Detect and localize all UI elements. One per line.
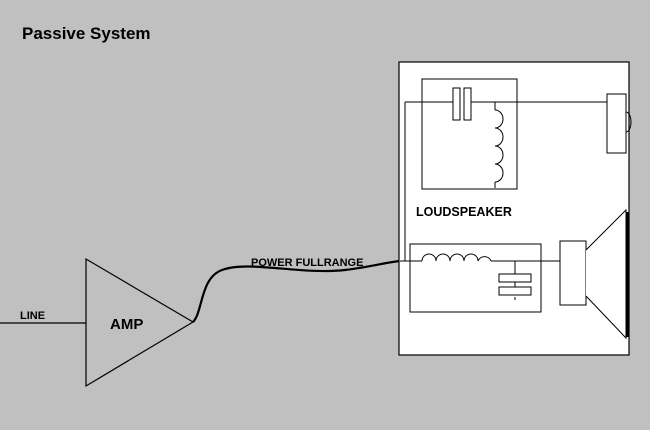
woofer-capacitor-icon (498, 273, 532, 296)
woofer-magnet (559, 240, 587, 306)
tweeter-crossover-box (421, 78, 518, 190)
woofer-cone-icon (585, 208, 627, 340)
capacitor-icon (452, 87, 472, 121)
tweeter-dome-icon (625, 111, 632, 133)
cabinet-wiring (400, 101, 607, 300)
diagram-title: Passive System (22, 24, 151, 43)
loudspeaker-label: LOUDSPEAKER (416, 205, 512, 219)
line-input-label: LINE (20, 310, 46, 322)
woofer-crossover-box (409, 243, 542, 313)
woofer-inductor-coil-icon (421, 253, 492, 262)
amplifier-triangle-icon (85, 257, 195, 388)
inductor-coil-icon (494, 109, 504, 183)
loudspeaker-cabinet (398, 61, 630, 356)
power-cable-label: POWER FULLRANGE (251, 257, 364, 269)
power-cable (192, 259, 401, 323)
amplifier-label: AMP (110, 316, 144, 333)
tweeter-magnet (606, 93, 627, 154)
